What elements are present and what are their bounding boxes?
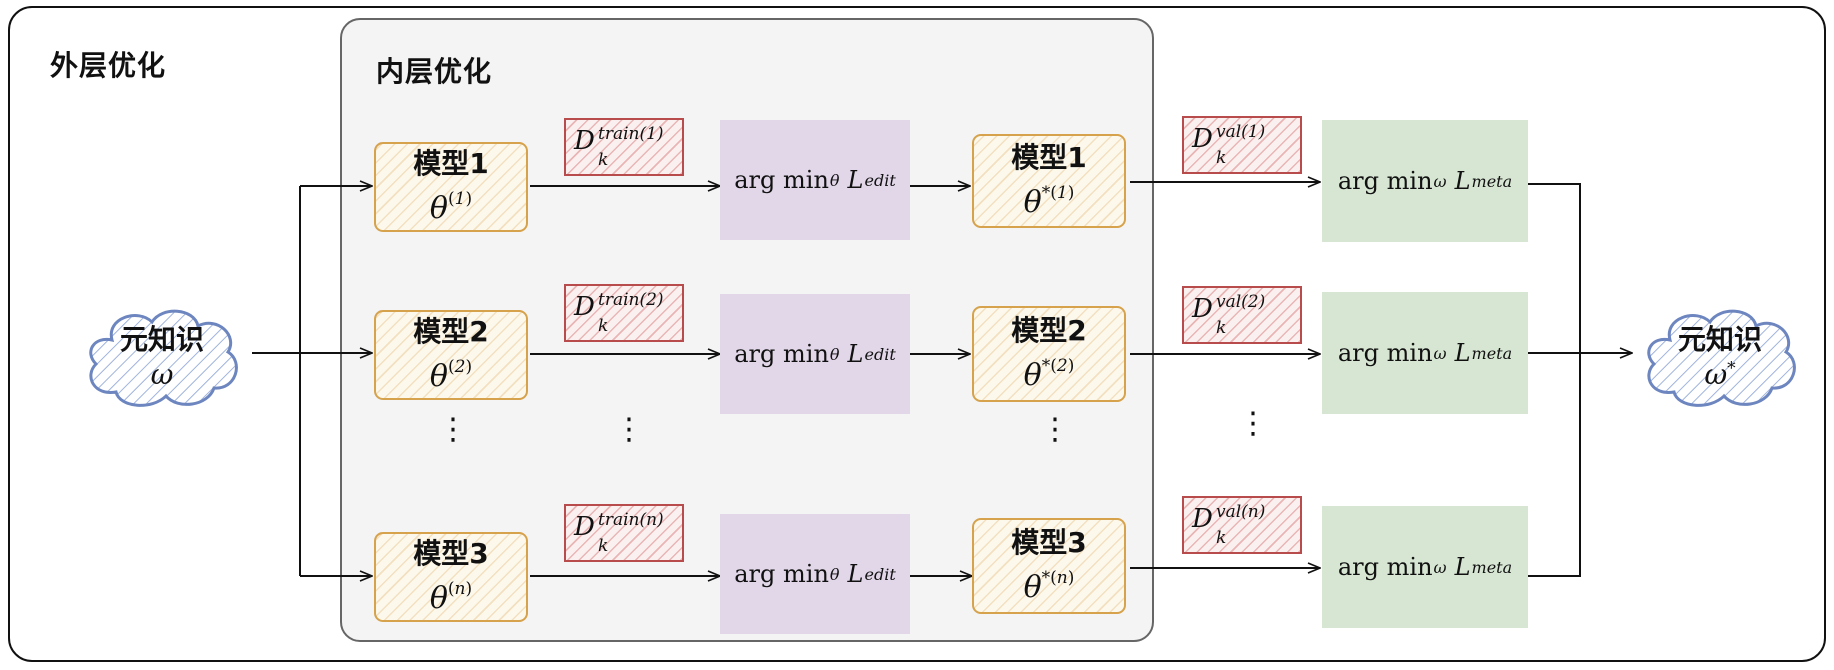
meta-knowledge-label: 元知识 (119, 323, 204, 356)
model-box-2: 模型2 θ(2) (374, 310, 528, 400)
ellipsis-models: ⋮ (438, 412, 468, 447)
inner-title: 内层优化 (376, 55, 493, 88)
model-label: 模型3 (413, 537, 489, 570)
model-label: 模型1 (413, 147, 489, 180)
meta-knowledge-output-cloud: 元知识 ω* (1640, 302, 1800, 412)
ellipsis-val-data: ⋮ (1238, 406, 1268, 441)
model-box-3: 模型3 θ(n) (374, 532, 528, 622)
updated-model-box-2: 模型2 θ*(2) (972, 306, 1126, 402)
ellipsis-updated-models: ⋮ (1040, 412, 1070, 447)
meta-knowledge-label: 元知识 (1677, 323, 1762, 356)
updated-model-box-n: 模型3 θ*(n) (972, 518, 1126, 614)
theta-label: θ(1) (429, 189, 473, 226)
theta-star-label: θ*(2) (1023, 356, 1075, 393)
outer-title: 外层优化 (50, 49, 167, 82)
ellipsis-train-data: ⋮ (614, 412, 644, 447)
model-label: 模型1 (1011, 141, 1087, 174)
omega-symbol: ω (150, 358, 174, 391)
updated-model-box-1: 模型1 θ*(1) (972, 134, 1126, 228)
cloud-shape-icon (1647, 309, 1796, 407)
theta-star-label: θ*(1) (1023, 183, 1075, 220)
model-label: 模型2 (1011, 314, 1087, 347)
model-label: 模型2 (413, 315, 489, 348)
outer-optimization-frame (8, 6, 1826, 662)
omega-star-symbol: ω* (1704, 358, 1736, 391)
arrow-meta-collect (1528, 183, 1581, 577)
theta-star-label: θ*(n) (1023, 568, 1075, 605)
cloud-shape-icon (89, 309, 238, 407)
meta-knowledge-input-cloud: 元知识 ω (82, 302, 242, 412)
theta-label: θ(2) (429, 357, 473, 394)
model-box-1: 模型1 θ(1) (374, 142, 528, 232)
theta-label: θ(n) (429, 579, 473, 616)
model-label: 模型3 (1011, 526, 1087, 559)
